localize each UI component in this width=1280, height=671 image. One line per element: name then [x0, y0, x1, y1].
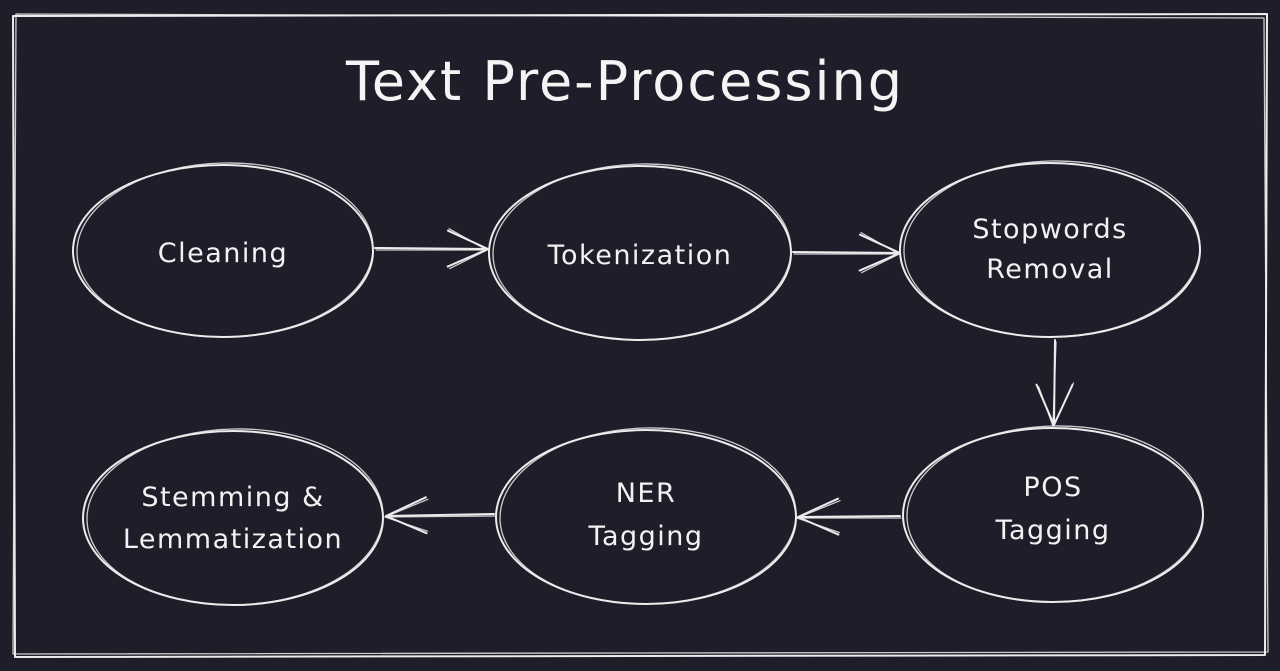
- node-ellipse-sketch: [76, 162, 374, 338]
- node-label: Removal: [986, 254, 1114, 285]
- node-ellipse-sketch: [906, 425, 1204, 603]
- arrow-stopwords-removal-to-pos-tagging: [1035, 339, 1075, 427]
- node-label: POS: [1023, 472, 1082, 503]
- node-tokenization: Tokenization: [488, 163, 792, 341]
- arrow-pos-tagging-to-ner-tagging: [796, 497, 902, 536]
- outer-frame: [12, 13, 1269, 658]
- node-ellipse-sketch: [499, 427, 797, 605]
- arrow-line-sketch: [384, 515, 496, 518]
- arrow-head: [446, 229, 489, 268]
- arrow-line-sketch: [1052, 341, 1057, 427]
- node-cleaning: Cleaning: [72, 162, 374, 338]
- node-pos-tagging: POS Tagging: [902, 425, 1204, 603]
- arrow-ner-tagging-to-stemming-lemmatization: [384, 496, 496, 535]
- node-ner-tagging: NER Tagging: [495, 427, 797, 605]
- node-ellipse-sketch: [492, 163, 792, 341]
- node-label: Stopwords: [972, 214, 1127, 245]
- arrow-head-sketch: [448, 228, 488, 270]
- node-label: Tagging: [994, 515, 1110, 546]
- node-ellipse-sketch: [86, 428, 384, 606]
- node-stemming-lemmatization: Stemming & Lemmatization: [82, 428, 384, 606]
- arrow-cleaning-to-tokenization: [374, 228, 489, 270]
- arrow-head-sketch: [860, 232, 900, 274]
- node-ellipse-sketch: [903, 160, 1201, 338]
- arrow-line: [797, 515, 901, 518]
- arrow-head-sketch: [1037, 382, 1075, 427]
- edges-layer: [374, 228, 1075, 536]
- node-label: Tokenization: [547, 240, 733, 271]
- diagram-title: Text Pre-Processing: [345, 50, 904, 113]
- node-label: NER: [616, 478, 677, 509]
- node-label: Lemmatization: [123, 524, 343, 555]
- node-label: Stemming &: [141, 482, 324, 513]
- arrow-line: [792, 251, 901, 254]
- arrow-tokenization-to-stopwords-removal: [792, 232, 901, 274]
- node-label: Tagging: [587, 521, 703, 552]
- node-label: Cleaning: [158, 238, 288, 269]
- arrow-line: [385, 513, 495, 517]
- arrow-line: [374, 247, 489, 250]
- arrow-head-sketch: [384, 498, 429, 532]
- arrow-head-sketch: [796, 500, 841, 534]
